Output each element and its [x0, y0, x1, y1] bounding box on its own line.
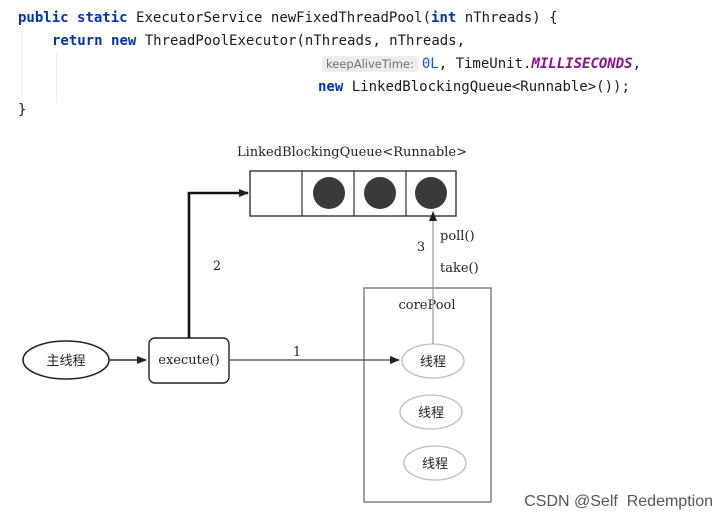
code-block: public static ExecutorService newFixedTh… — [0, 0, 727, 125]
queued-task — [313, 177, 345, 209]
indent-guide — [22, 30, 23, 102]
poll-label: poll() — [440, 229, 475, 244]
code-line-2: return new ThreadPoolExecutor(nThreads, … — [52, 32, 465, 50]
constant: MILLISECONDS — [531, 56, 633, 72]
code-line-3: keepAliveTime:0L, TimeUnit.MILLISECONDS, — [322, 55, 641, 73]
step-label: 3 — [417, 240, 425, 255]
main-thread-label: 主线程 — [46, 354, 85, 369]
keyword: return — [52, 33, 103, 49]
code-line-5: } — [18, 101, 26, 119]
code-text: ExecutorService newFixedThreadPool( — [136, 10, 432, 26]
worker-thread-label: 线程 — [422, 457, 448, 472]
arrow-step-2 — [187, 189, 249, 338]
worker-thread-label: 线程 — [418, 406, 444, 421]
watermark: CSDN @Self Redemption — [524, 493, 713, 510]
queue-title: LinkedBlockingQueue<Runnable> — [237, 145, 467, 160]
queued-task — [415, 177, 447, 209]
number-literal: 0L — [421, 56, 439, 72]
indent-guide — [56, 52, 57, 102]
code-text: , — [632, 56, 642, 72]
execute-label: execute() — [158, 353, 219, 368]
step-label: 1 — [293, 345, 301, 360]
keyword: int — [431, 10, 457, 26]
param-hint: keepAliveTime: — [322, 56, 418, 72]
corepool-label: corePool — [398, 298, 455, 313]
queued-task — [364, 177, 396, 209]
main-thread-node — [22, 340, 110, 380]
keyword: static — [77, 10, 128, 26]
code-line-1: public static ExecutorService newFixedTh… — [18, 9, 558, 27]
code-text: , TimeUnit. — [438, 56, 532, 72]
worker-thread — [403, 445, 467, 481]
worker-thread — [399, 394, 463, 430]
code-text: nThreads) { — [464, 10, 558, 26]
code-text: ThreadPoolExecutor(nThreads, nThreads, — [144, 33, 466, 49]
keyword: new — [318, 79, 344, 95]
code-line-4: new LinkedBlockingQueue<Runnable>()); — [318, 78, 630, 96]
take-label: take() — [440, 261, 479, 276]
keyword: public — [18, 10, 69, 26]
worker-thread-label: 线程 — [420, 355, 446, 370]
code-text: } — [18, 102, 27, 118]
code-text: LinkedBlockingQueue<Runnable>()); — [351, 79, 630, 95]
keyword: new — [111, 33, 137, 49]
step-label: 2 — [213, 259, 221, 274]
